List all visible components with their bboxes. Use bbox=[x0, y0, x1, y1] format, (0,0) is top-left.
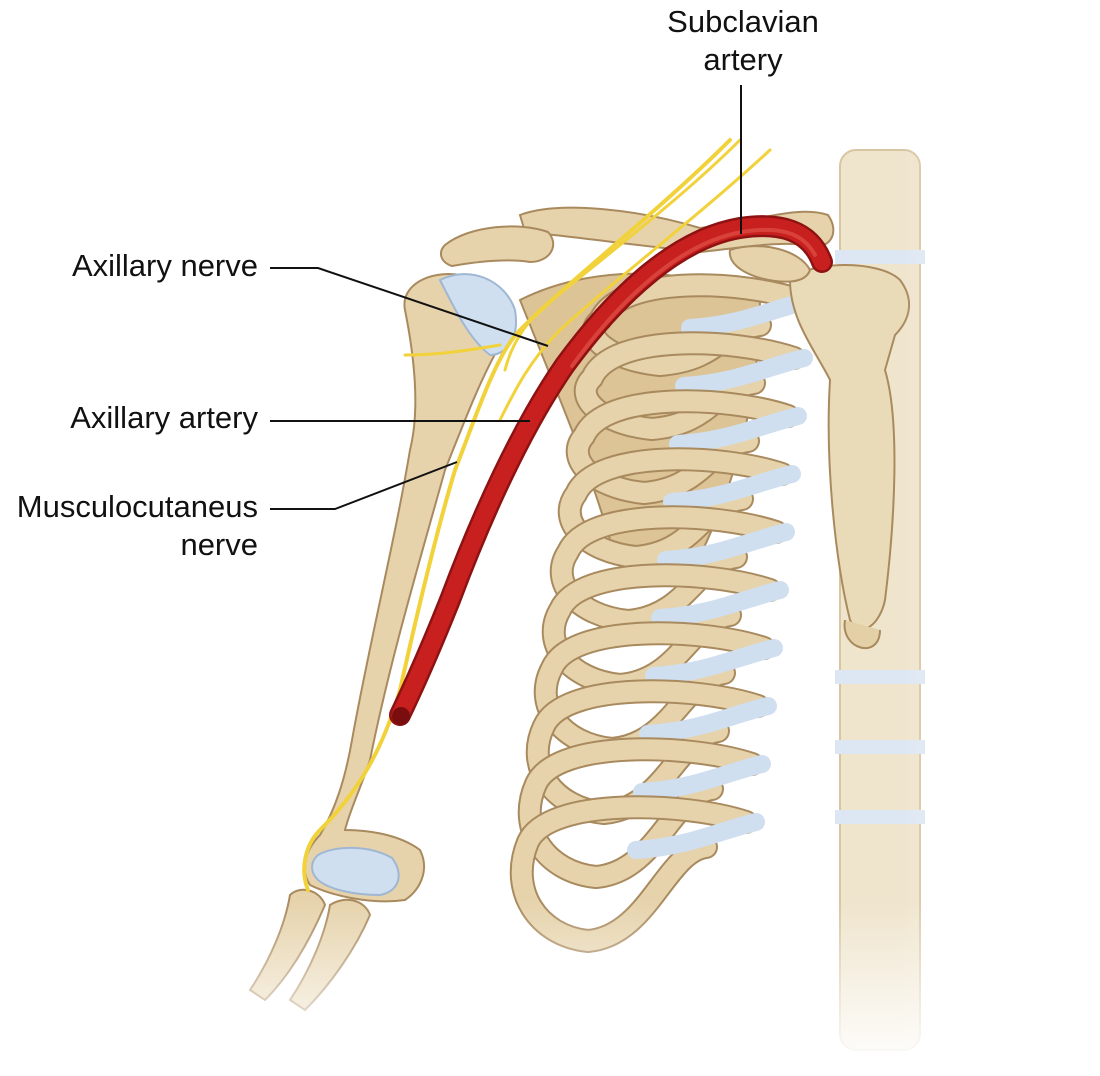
humerus bbox=[303, 273, 517, 903]
costal-cartilage bbox=[645, 639, 783, 685]
label-subclavian-line2: artery bbox=[703, 42, 783, 77]
costal-cartilage bbox=[627, 813, 765, 859]
rib bbox=[511, 797, 756, 952]
label-musculo-line2: nerve bbox=[180, 527, 258, 562]
costal-cartilage bbox=[633, 755, 771, 801]
leader-lines bbox=[270, 85, 742, 510]
costal-cartilage bbox=[675, 349, 813, 395]
label-axillary-nerve: Axillary nerve bbox=[71, 248, 258, 283]
rib bbox=[559, 449, 792, 568]
costal-cartilage bbox=[669, 407, 807, 453]
leader-axillary-nerve bbox=[270, 267, 549, 347]
brachial-plexus-nerves bbox=[302, 138, 772, 892]
costal-cartilage bbox=[639, 697, 777, 743]
costal-cartilage bbox=[657, 523, 795, 569]
first-rib-stub bbox=[728, 245, 812, 283]
label-subclavian-line1: Subclavian bbox=[667, 4, 819, 39]
acromion bbox=[439, 225, 555, 268]
costal-cartilage bbox=[651, 581, 789, 627]
leader-musculocutaneus bbox=[270, 461, 458, 510]
subclavian-axillary-artery bbox=[389, 215, 833, 726]
costal-cartilage bbox=[663, 465, 801, 511]
label-subclavian-artery: Subclavian artery bbox=[620, 3, 866, 79]
label-musculocutaneus-nerve: Musculocutaneus nerve bbox=[17, 488, 258, 564]
label-musculo-line1: Musculocutaneus bbox=[16, 489, 258, 524]
label-axillary-artery: Axillary artery bbox=[70, 400, 258, 435]
